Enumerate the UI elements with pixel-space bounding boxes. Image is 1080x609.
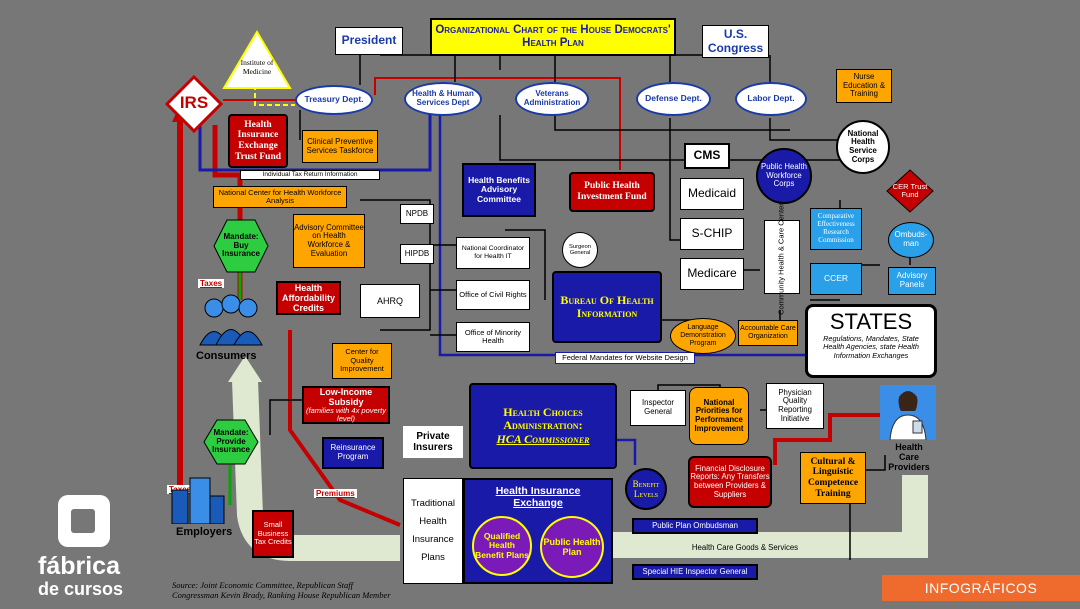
center-quality-improvement: Center for Quality Improvement <box>332 343 392 379</box>
individual-tax-info: Individual Tax Return Information <box>240 170 380 180</box>
ahrq-box: AHRQ <box>360 284 420 318</box>
consumers-label: Consumers <box>196 350 257 362</box>
public-health-investment-fund: Public Health Investment Fund <box>569 172 655 212</box>
bureau-health-information: Bureau Of Health Information <box>552 271 662 343</box>
small-business-tax-credits: Small Business Tax Credits <box>252 510 294 558</box>
cer-trust-fund-label: CER Trust Fund <box>892 181 928 199</box>
states-title: STATES <box>829 309 913 334</box>
taxes-label-1: Taxes <box>198 279 225 288</box>
office-civil-rights: Office of Civil Rights <box>456 280 530 310</box>
mandate-provide-label: Mandate: Provide Insurance <box>212 427 250 455</box>
health-benefits-advisory-committee: Health Benefits Advisory Committee <box>462 163 536 217</box>
comparative-effectiveness-research-commission: Comparative Effectiveness Research Commi… <box>810 208 862 250</box>
cms-box: CMS <box>684 143 730 169</box>
health-care-goods-services: Health Care Goods & Services <box>691 542 799 552</box>
financial-disclosure-reports: Financial Disclosure Reports: Any Transf… <box>688 456 772 508</box>
inspector-general: Inspector General <box>630 390 686 426</box>
low-income-subsidy: Low-Income Subsidy (families with 4x pov… <box>302 386 390 424</box>
ccer-box: CCER <box>810 263 862 295</box>
traditional-plans: Traditional Health Insurance Plans <box>403 478 463 584</box>
mandate-provide-hexagon <box>203 419 259 465</box>
irs-label: IRS <box>179 93 209 113</box>
npdb-box: NPDB <box>400 204 434 224</box>
nchwa-box: National Center for Health Workforce Ana… <box>213 186 347 208</box>
accountable-care-organization: Accountable Care Organization <box>738 320 798 346</box>
hipdb-box: HIPDB <box>400 244 434 264</box>
premiums-label: Premiums <box>314 489 357 498</box>
reinsurance-program: Reinsurance Program <box>322 437 384 469</box>
mandate-buy-hexagon <box>213 219 269 273</box>
federal-mandates-website-design: Federal Mandates for Website Design <box>555 352 695 364</box>
language-demonstration-program: Language Demonstration Program <box>670 318 736 354</box>
states-description: Regulations, Mandates, State Health Agen… <box>823 334 919 360</box>
category-tag[interactable]: INFOGRÁFICOS <box>882 575 1080 601</box>
ombudsman: Ombuds-man <box>888 222 934 258</box>
hie-title: Health Insurance Exchange <box>495 485 581 509</box>
clinical-preventive-taskforce: Clinical Preventive Services Taskforce <box>302 130 378 163</box>
health-care-provider-illustration <box>880 385 936 440</box>
advisory-panels: Advisory Panels <box>888 267 936 295</box>
employers-building-icon <box>171 477 225 524</box>
employers-label: Employers <box>176 526 233 538</box>
brand-icon <box>58 495 110 547</box>
treasury-dept: Treasury Dept. <box>295 85 373 115</box>
hhs-dept: Health & Human Services Dept <box>404 82 482 116</box>
national-coordinator-health-it: National Coordinator for Health IT <box>456 237 530 269</box>
chart-title: Organizational Chart of the House Democr… <box>430 18 676 56</box>
hie-trust-fund: Health Insurance Exchange Trust Fund <box>228 114 288 168</box>
iom-triangle <box>222 30 292 89</box>
brand-name: fábrica <box>38 552 120 580</box>
brand-subname: de cursos <box>38 579 124 599</box>
community-health-care-centers: Community Health & Care Centers <box>764 199 800 315</box>
va-dept: Veterans Administration <box>515 82 589 116</box>
consumers-illustration <box>199 294 263 346</box>
national-priorities-performance-improvement: National Priorities for Performance Impr… <box>689 387 749 445</box>
health-affordability-credits: Health Affordability Credits <box>276 281 341 315</box>
iom-label: Institute of Medicine <box>240 58 274 76</box>
special-hie-inspector-general: Special HIE Inspector General <box>632 564 758 580</box>
surgeon-general: Surgeon General <box>562 232 598 268</box>
private-insurers: Private Insurers <box>403 426 463 458</box>
health-care-providers-label: Health Care Providers <box>888 442 930 472</box>
brand-logo: fábrica de cursos <box>30 495 150 605</box>
medicaid-box: Medicaid <box>680 178 744 210</box>
congress-box: U.S. Congress <box>702 25 769 58</box>
public-plan-ombudsman: Public Plan Ombudsman <box>632 518 758 534</box>
acwe-box: Advisory Committee on Health Workforce &… <box>293 214 365 268</box>
irs-diamond <box>165 75 223 133</box>
cer-trust-fund-diamond <box>886 169 934 213</box>
source-citation: Source: Joint Economic Committee, Republ… <box>172 580 391 601</box>
cultural-linguistic-competence-training: Cultural & Linguistic Competence Trainin… <box>800 452 866 504</box>
qualified-health-benefit-plans: Qualified Health Benefit Plans <box>472 516 532 576</box>
mandate-buy-label: Mandate: Buy Insurance <box>222 231 260 259</box>
public-health-plan: Public Health Plan <box>540 516 604 578</box>
defense-dept: Defense Dept. <box>636 82 711 116</box>
national-health-service-corps: National Health Service Corps <box>836 120 890 174</box>
labor-dept: Labor Dept. <box>735 82 807 116</box>
president-box: President <box>335 27 403 55</box>
states-box: STATES Regulations, Mandates, State Heal… <box>805 304 937 378</box>
physician-quality-reporting-initiative: Physician Quality Reporting Initiative <box>766 383 824 429</box>
medicare-box: Medicare <box>680 258 744 290</box>
office-minority-health: Office of Minority Health <box>456 322 530 352</box>
public-health-workforce-corps: Public Health Workforce Corps <box>756 148 812 204</box>
health-choices-administration: Health Choices Administration: HCA Commi… <box>469 383 617 469</box>
nurse-education-training: Nurse Education & Training <box>836 69 892 103</box>
benefit-levels: Benefit Levels <box>625 468 667 510</box>
schip-box: S-CHIP <box>680 218 744 250</box>
